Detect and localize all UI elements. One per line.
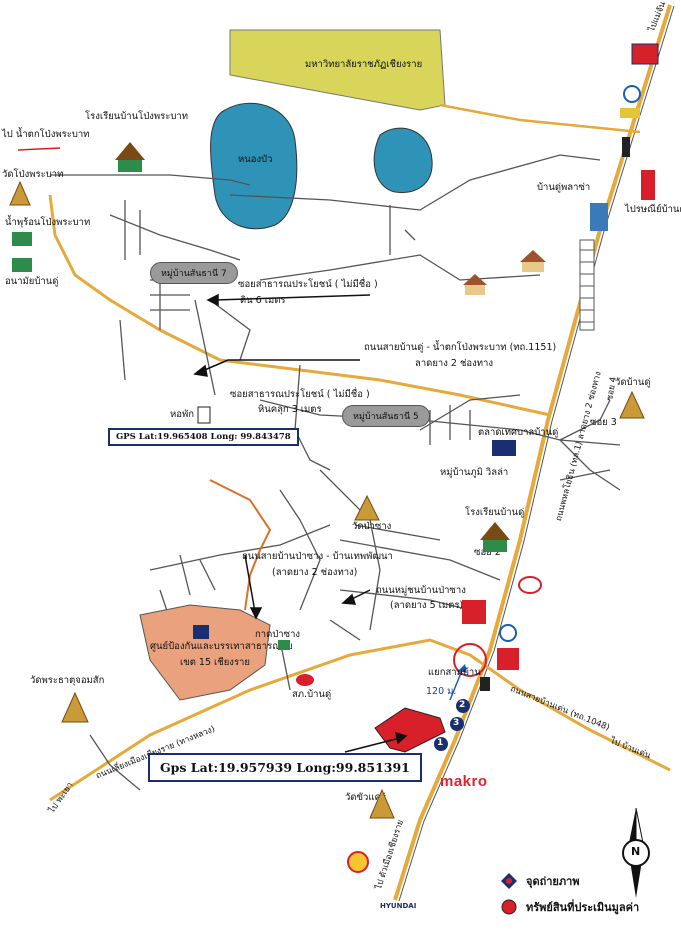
marker-1-label: 1	[437, 738, 444, 748]
gps-small: GPS Lat:19.965408 Long: 99.843478	[108, 428, 299, 446]
north-label: N	[631, 845, 641, 858]
health-station-label: อนามัยบ้านดู่	[5, 276, 59, 287]
toyota-icon	[518, 576, 542, 594]
center-icon	[193, 625, 209, 639]
wat-chuang-label: วัดขัวแคร่	[345, 792, 386, 803]
center-sub-label: เขต 15 เชียงราย	[180, 657, 250, 668]
ban-du-plaza-label: บ้านดู่พลาซ่า	[537, 182, 591, 193]
subject-property[interactable]	[374, 707, 446, 753]
school-pongphrabat-label: โรงเรียนบ้านโป่งพระบาท	[85, 111, 188, 122]
temple-phrathat-icon	[61, 691, 89, 723]
kad-icon	[278, 640, 290, 650]
market-label: ตลาดเทศบาลบ้านดู่	[478, 427, 559, 438]
intersection-highlight	[453, 643, 487, 677]
property-icon	[501, 899, 517, 915]
center-label: ศูนย์ป้องกันและบรรเทาสาธารณภัย	[150, 641, 293, 652]
road-pachang2-sub: (ลาดยาง 5 เมตร)	[390, 600, 464, 611]
hotspring-icon	[12, 232, 32, 246]
center-area	[139, 604, 271, 701]
wat-pachang-label: วัดป่าซาง	[352, 521, 392, 532]
school-bandu-label: โรงเรียนบ้านดู่	[465, 507, 525, 518]
marker-3-label: 3	[453, 718, 460, 728]
temple-pachang-icon	[354, 494, 380, 521]
public-road-1-sub: ดิน 6 เมตร	[240, 295, 286, 306]
kad-pachang-label: กาดป่าซาง	[255, 629, 301, 640]
road-pachang2-label: ถนนหมู่ชนบ้านป่าซาง	[376, 585, 466, 596]
village-7-pill: หมู่บ้านสันธานี 7	[150, 262, 238, 284]
marker-2-label: 2	[459, 700, 466, 710]
post-office-label: ไปรษณีย์บ้านดู่	[625, 204, 681, 215]
intersection-label: แยกสามบ้าน	[428, 667, 481, 678]
road-pachang-label: ถนนสายบ้านป่าซาง - บ้านเทพพัฒนา	[242, 551, 393, 562]
police-icon	[296, 674, 314, 686]
pond-label: หนองบัว	[238, 154, 273, 165]
fuel-station-icon	[499, 624, 517, 642]
wat-bandu-label: วัดบ้านดู่	[615, 377, 651, 388]
police-label: สภ.บ้านดู่	[292, 689, 332, 700]
public-road-2-sub: หินคลุก 3 เมตร	[258, 404, 322, 415]
distance-label: 120 ม.	[426, 686, 457, 697]
village-5-pill: หมู่บ้านสันธานี 5	[342, 405, 430, 427]
wat-pongphrabat-label: วัดโป่งพระบาท	[2, 169, 64, 180]
temple-chuang-icon	[369, 788, 395, 819]
marker-3[interactable]	[450, 717, 464, 731]
photo-point-icon	[501, 873, 517, 889]
soi-2-label: ซอย 2	[474, 547, 501, 558]
dorm-icon	[197, 406, 211, 424]
pond-small	[373, 127, 433, 194]
building-icon	[590, 203, 608, 231]
dorm-label: หอพัก	[170, 409, 194, 420]
village-bhumi-label: หมู่บ้านภูมิ วิลล่า	[440, 467, 509, 478]
public-road-1-label: ซอยสาธารณประโยชน์ ( ไม่มีชื่อ )	[238, 279, 378, 290]
school-pongphrabat-icon	[115, 142, 145, 172]
road-pachang-sub: (ลาดยาง 2 ช่องทาง)	[272, 567, 358, 578]
road-university	[439, 103, 641, 134]
house-icon-1	[520, 250, 546, 272]
gps-big: Gps Lat:19.957939 Long:99.851391	[148, 753, 422, 782]
market-icon	[492, 440, 516, 456]
tower-icon	[641, 170, 655, 200]
main-road-label: ถนนสายบ้านดู่ - น้ำตกโป่งพระบาท (ทถ.1151…	[364, 342, 557, 353]
legend-photo-point-label: จุดถ่ายภาพ	[526, 875, 580, 888]
hyundai-label: HYUNDAI	[380, 902, 417, 910]
shell-icon	[347, 851, 369, 873]
road-1151	[48, 194, 551, 417]
chevrolet-icon	[620, 108, 640, 118]
soi-3-label: ซอย 3	[590, 417, 617, 428]
legend-property: ทรัพย์สินที่ประเมินมูลค่า	[500, 898, 639, 916]
isuzu-icon	[462, 600, 486, 624]
marker-2[interactable]	[456, 699, 470, 713]
public-road-2-label: ซอยสาธารณประโยชน์ ( ไม่มีชื่อ )	[230, 389, 370, 400]
legend-property-label: ทรัพย์สินที่ประเมินมูลค่า	[526, 901, 640, 914]
school-bandu-icon	[480, 522, 510, 552]
makro-logo: makro	[440, 773, 488, 790]
traffic-light-icon	[622, 137, 630, 157]
road-bypass	[49, 638, 671, 802]
shop-icon	[497, 648, 519, 670]
legend-photo-point: จุดถ่ายภาพ	[500, 872, 580, 890]
pt-icon	[623, 85, 641, 103]
hotspring-label: น้ำพุร้อนโป่งพระบาท	[5, 217, 91, 228]
house-icon-2	[463, 274, 487, 295]
main-road-sub: ลาดยาง 2 ช่องทาง	[415, 358, 493, 369]
wat-phrathat-label: วัดพระธาตุจอมสัก	[30, 675, 105, 686]
to-pongphrabat-label: ไป น้ำตกโป่งพระบาท	[2, 129, 90, 140]
marker-1[interactable]	[434, 737, 448, 751]
university-area	[229, 29, 446, 111]
temple-pongphrabat-icon	[9, 180, 31, 206]
north-arrow: N	[606, 807, 666, 902]
university-label: มหาวิทยาลัยราชภัฏเชียงราย	[305, 59, 423, 70]
shop-small-icon	[480, 677, 490, 691]
temple-bandu-icon	[619, 390, 645, 419]
tower-ladder-icon	[579, 239, 595, 331]
health-station-icon	[12, 258, 32, 272]
bank-icon	[631, 43, 659, 65]
